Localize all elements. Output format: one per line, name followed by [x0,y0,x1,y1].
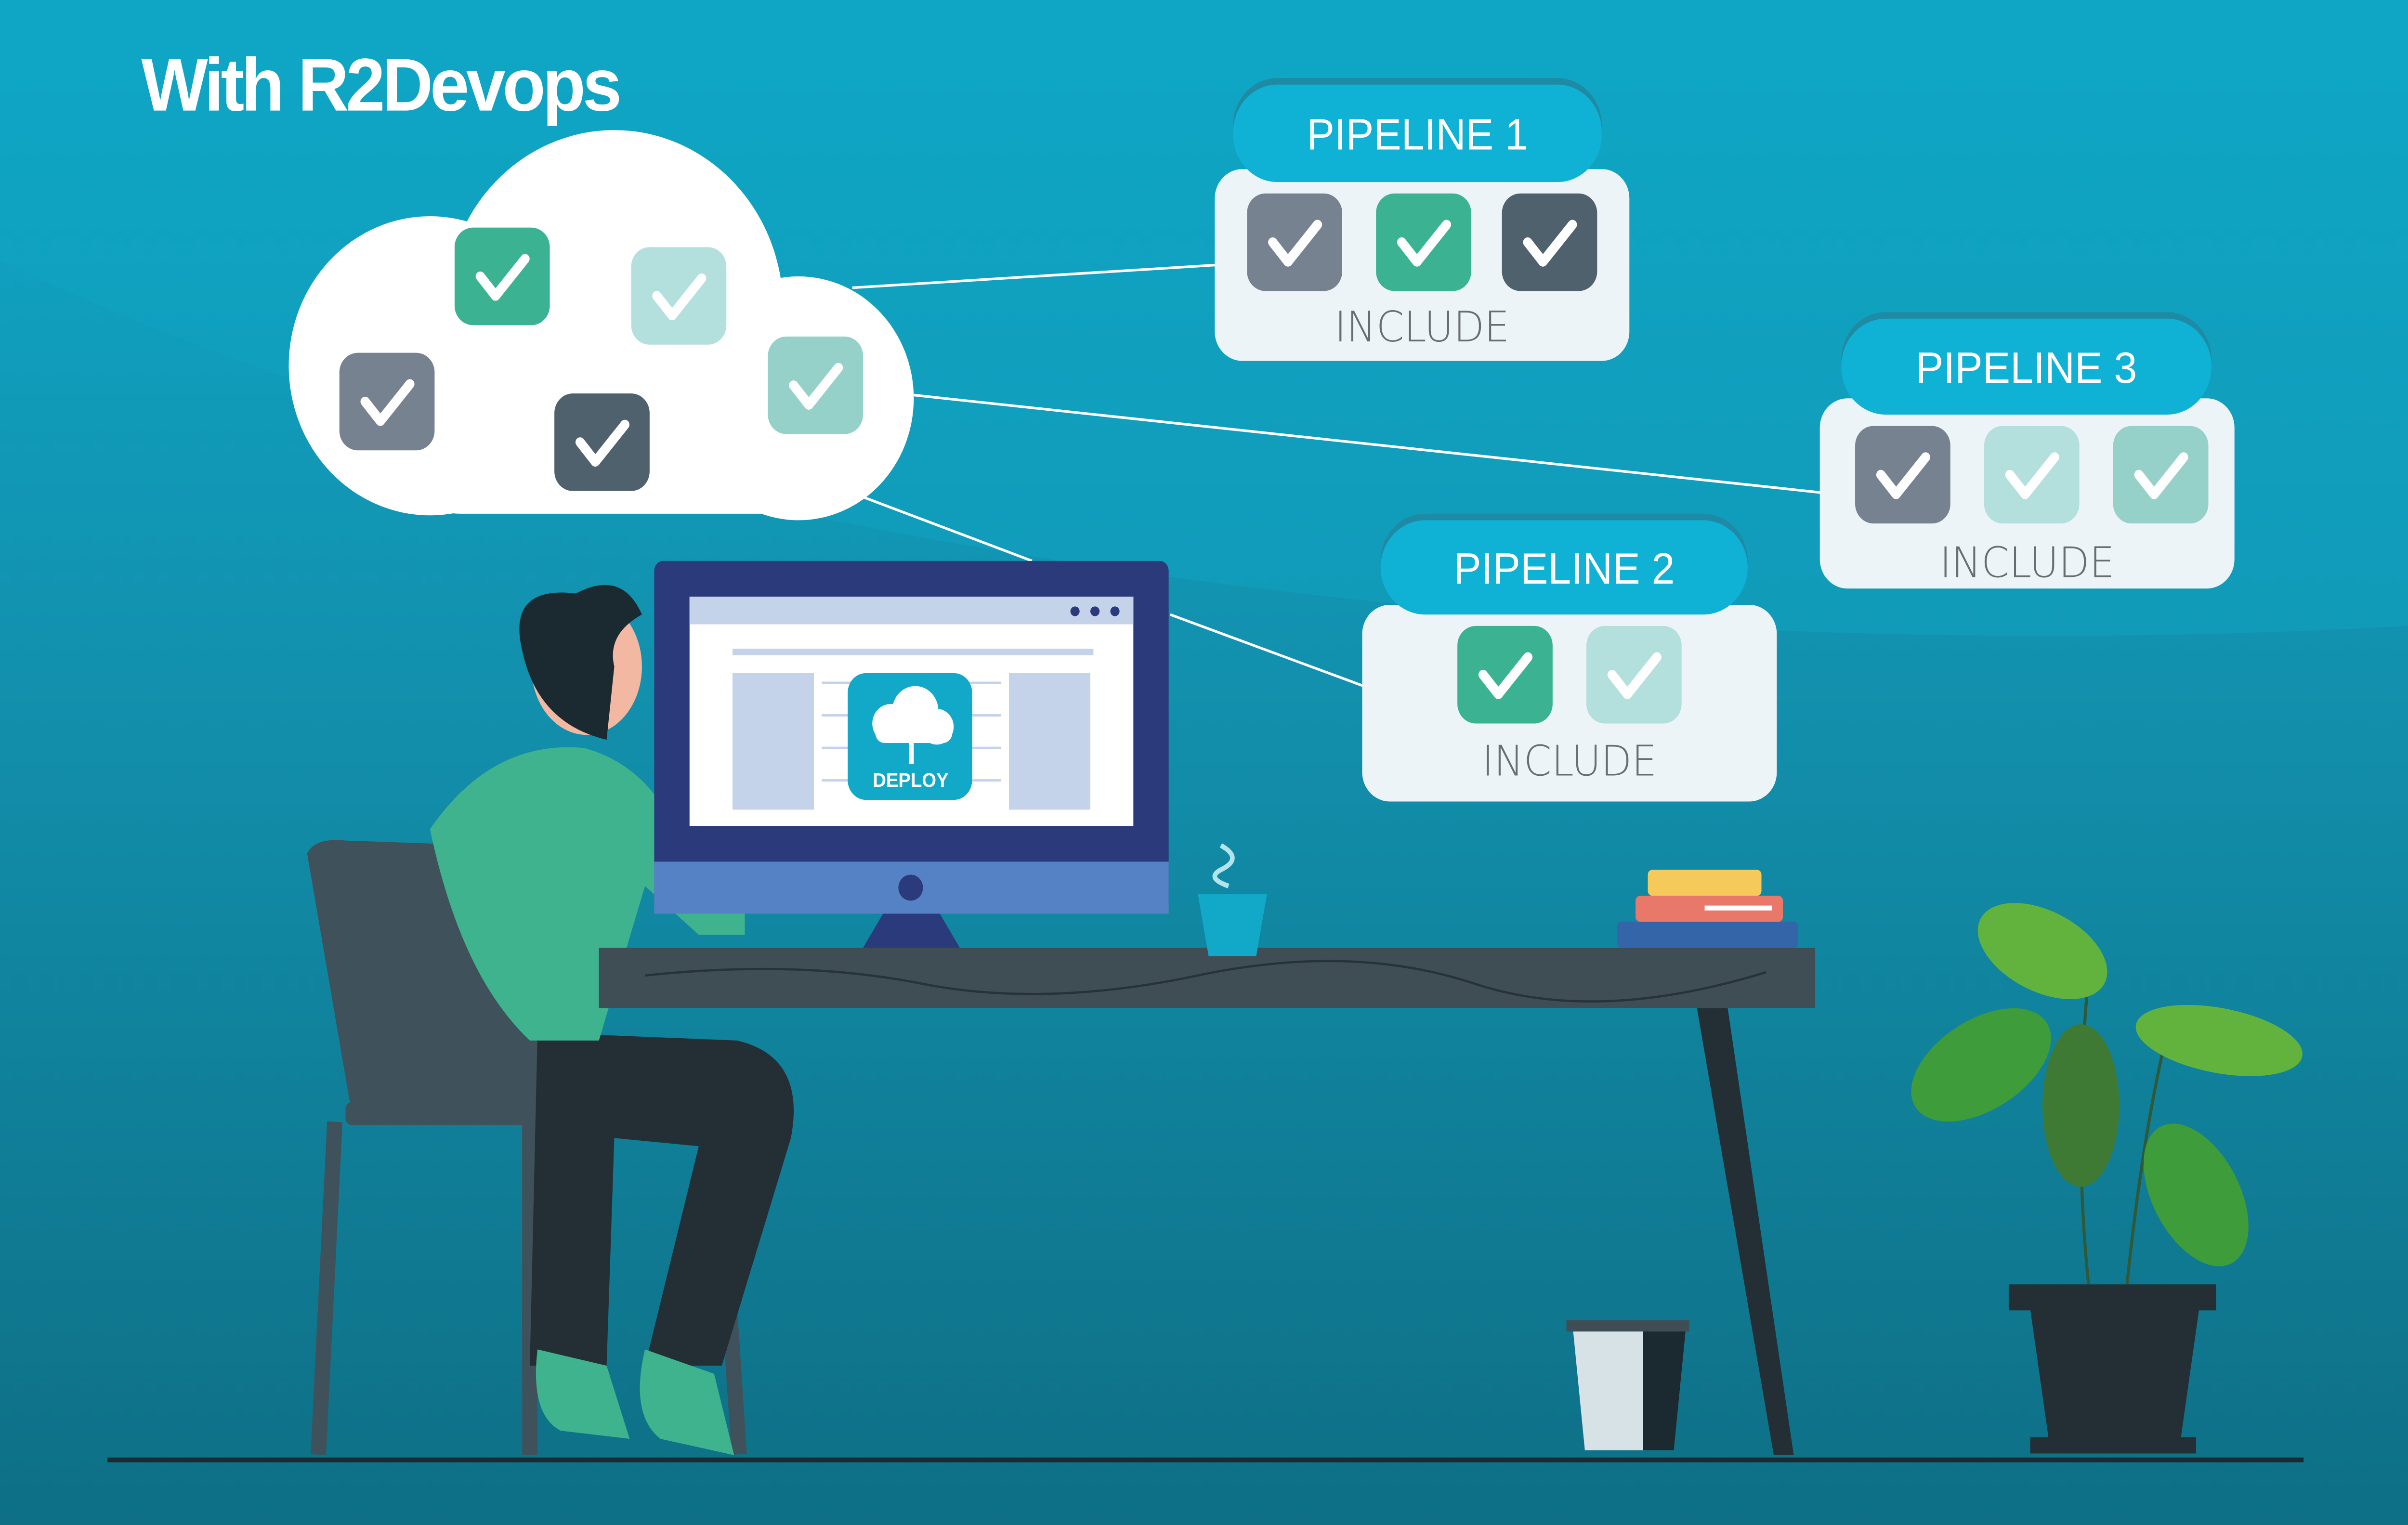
check-badge [1586,626,1682,724]
checkmark-icon [575,419,630,467]
check-badge [1457,626,1553,724]
checkmark-icon [1478,652,1533,699]
include-label: INCLUDE [1335,303,1509,352]
connector-lines [852,263,1822,688]
check-badge [1376,193,1471,291]
pipeline-card-1: PIPELINE 1 INCLUDE [1215,78,1630,361]
check-badge [454,227,550,326]
check-badge [554,393,650,491]
check-badge [768,336,864,434]
monitor: DEPLOY [654,560,1169,948]
checkmark-icon [1397,220,1452,267]
check-badge [1502,193,1597,291]
include-label: INCLUDE [1940,538,2115,587]
cloud-deploy-icon [872,686,954,764]
pipeline-label: PIPELINE 1 [1307,110,1528,159]
check-badge [1984,426,2080,524]
check-badge [1247,193,1342,291]
checkmark-icon [360,379,415,426]
pipeline-label: PIPELINE 3 [1916,343,2137,392]
deploy-app-button[interactable]: DEPLOY [848,673,972,800]
check-badge [631,247,727,345]
pipeline-card-2: PIPELINE 2 INCLUDE [1362,513,1777,802]
checkmark-icon [1607,652,1662,699]
checkmark-icon [2134,452,2188,499]
check-badge [2113,426,2209,524]
checkmark-icon [1268,220,1322,267]
pipeline-card-3: PIPELINE 3 INCLUDE [1819,312,2235,589]
books [1617,870,1799,948]
include-label: INCLUDE [1482,737,1657,786]
potted-plant [1911,903,2303,1454]
checkmark-icon [475,254,530,301]
deploy-label: DEPLOY [873,769,948,791]
check-badge [339,352,435,451]
checkmark-icon [789,363,843,410]
desk [599,948,1816,1455]
checkmark-icon [1876,452,1930,499]
coffee-cup [1198,843,1267,956]
pipeline-label: PIPELINE 2 [1453,544,1675,593]
checkmark-icon [2005,452,2059,499]
trash-bin [1566,1320,1689,1450]
check-badge [1855,426,1950,524]
checkmark-icon [1523,220,1577,267]
cloud-checks [339,227,864,491]
page-title: With R2Devops [141,43,619,127]
checkmark-icon [652,273,707,321]
